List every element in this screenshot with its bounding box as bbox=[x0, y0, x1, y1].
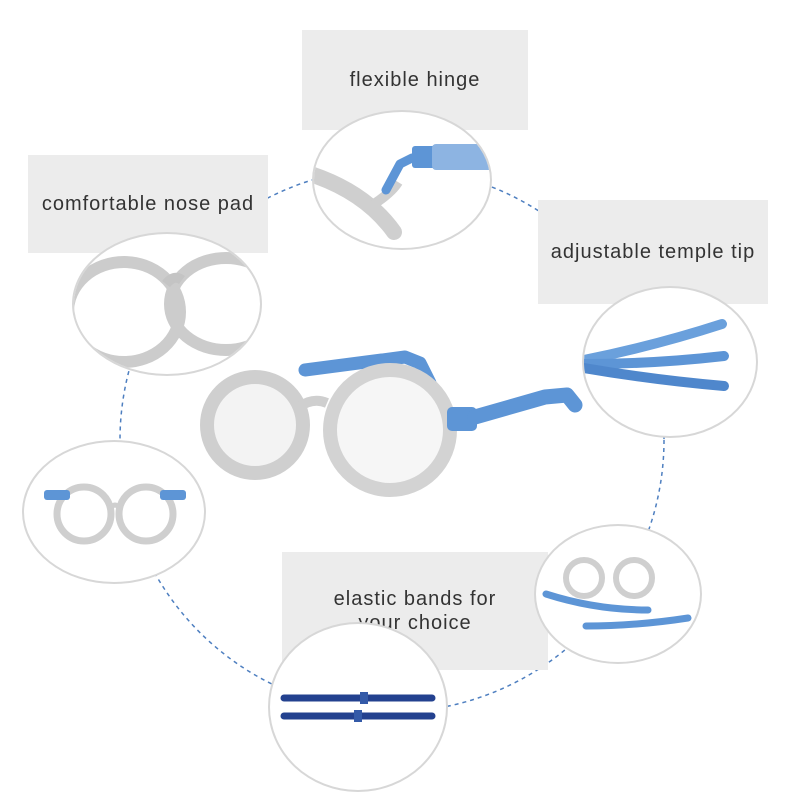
label-nose-pad: comfortable nose pad bbox=[28, 155, 268, 253]
label-flexible-hinge-text: flexible hinge bbox=[349, 69, 481, 91]
hinge-closeup-image bbox=[312, 110, 492, 250]
elastic-bands-image bbox=[268, 622, 448, 792]
label-temple-tip-text: adjustable temple tip bbox=[550, 241, 756, 263]
label-flexible-hinge: flexible hinge bbox=[302, 30, 528, 130]
temple-tip-closeup-image bbox=[582, 286, 758, 438]
label-nose-pad-text: comfortable nose pad bbox=[41, 193, 255, 215]
front-view-image bbox=[22, 440, 206, 584]
glasses-product-image bbox=[200, 350, 583, 497]
temple-kit-image bbox=[534, 524, 702, 664]
nose-pad-closeup-image bbox=[72, 232, 262, 376]
